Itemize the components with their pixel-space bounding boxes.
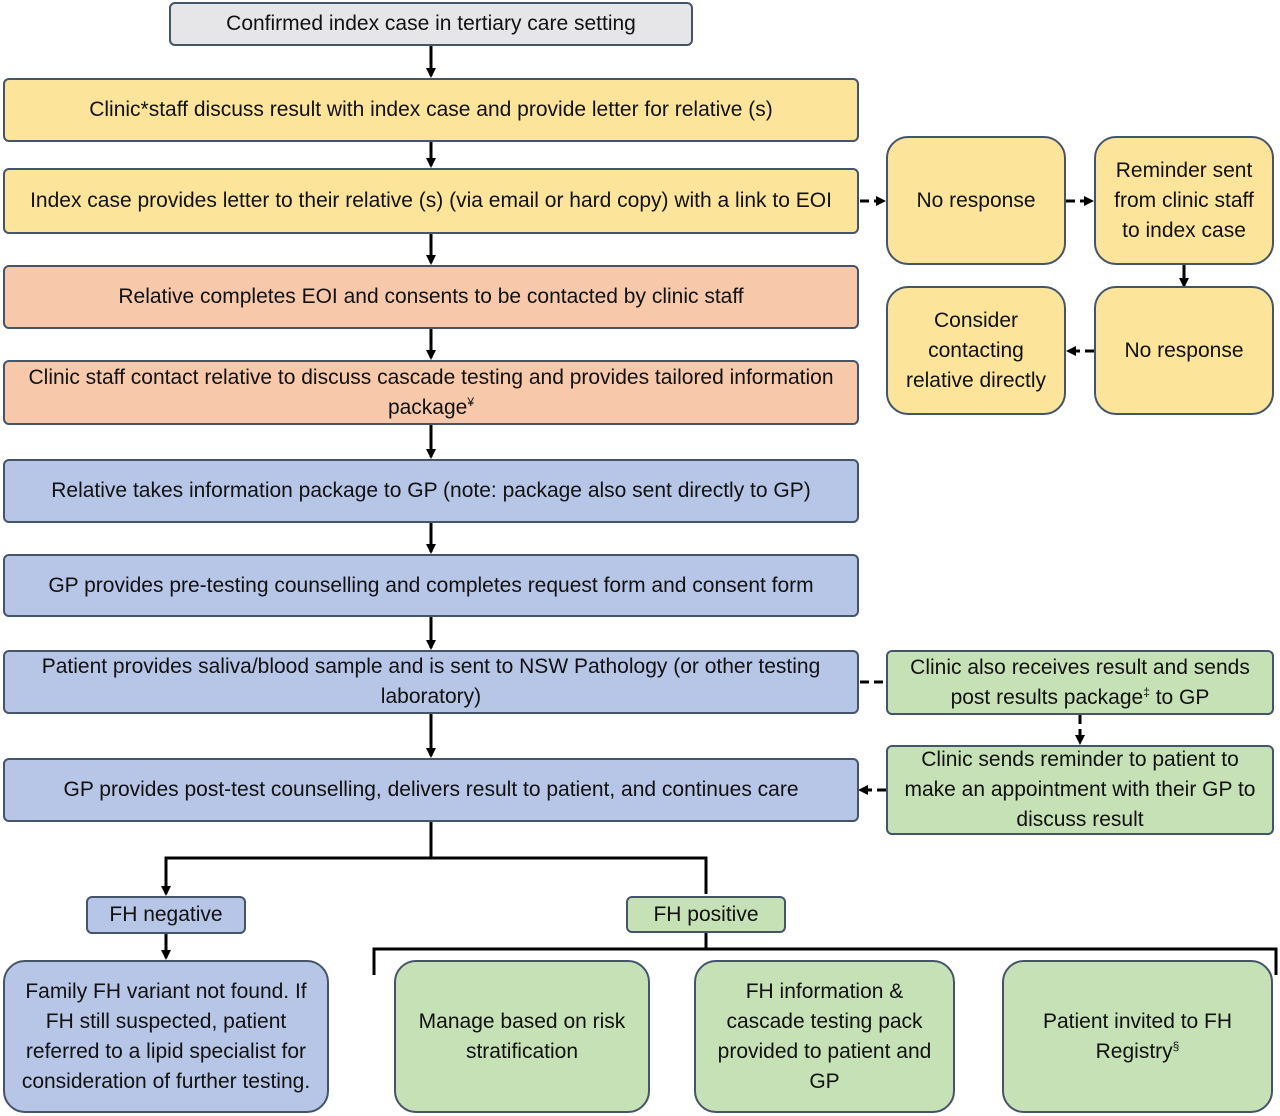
double-dagger-footnote-mark: ‡ bbox=[1143, 684, 1150, 699]
node-relative-takes-package: Relative takes information package to GP… bbox=[3, 459, 859, 523]
fh-registry-text: Patient invited to FH Registry§ bbox=[1042, 1009, 1233, 1063]
node-fh-positive: FH positive bbox=[626, 896, 786, 933]
bracket-line bbox=[372, 947, 1278, 975]
node-clinic-sends-reminder: Clinic sends reminder to patient to make… bbox=[886, 745, 1274, 835]
clinic-receives-result-text: Clinic also receives result and sends po… bbox=[910, 655, 1250, 709]
branch-connector bbox=[161, 822, 433, 896]
node-index-case-provides-letter: Index case provides letter to their rela… bbox=[3, 168, 859, 234]
node-clinic-contact-relative: Clinic staff contact relative to discuss… bbox=[3, 360, 859, 425]
yen-footnote-mark: ¥ bbox=[467, 394, 475, 409]
node-clinic-receives-result: Clinic also receives result and sends po… bbox=[886, 650, 1274, 715]
node-confirmed-index-case: Confirmed index case in tertiary care se… bbox=[169, 2, 693, 46]
node-relative-completes-eoi: Relative completes EOI and consents to b… bbox=[3, 265, 859, 329]
node-manage-risk-stratification: Manage based on risk stratification bbox=[394, 960, 650, 1113]
clinic-contact-relative-text: Clinic staff contact relative to discuss… bbox=[28, 365, 834, 419]
node-no-response-1: No response bbox=[886, 136, 1066, 265]
node-gp-pretest-counselling: GP provides pre-testing counselling and … bbox=[3, 554, 859, 617]
node-patient-provides-sample: Patient provides saliva/blood sample and… bbox=[3, 650, 859, 714]
node-consider-contacting: Consider contacting relative directly bbox=[886, 286, 1066, 415]
node-no-response-2: No response bbox=[1094, 286, 1274, 415]
node-gp-posttest-counselling: GP provides post-test counselling, deliv… bbox=[3, 758, 859, 822]
node-reminder-sent: Reminder sent from clinic staff to index… bbox=[1094, 136, 1274, 265]
node-clinic-discuss-result: Clinic*staff discuss result with index c… bbox=[3, 78, 859, 142]
node-fh-information-pack: FH information & cascade testing pack pr… bbox=[694, 960, 955, 1113]
branch-connector-positive bbox=[431, 856, 708, 894]
section-footnote-mark: § bbox=[1172, 1038, 1180, 1053]
node-family-variant-not-found: Family FH variant not found. If FH still… bbox=[3, 960, 329, 1113]
node-fh-negative: FH negative bbox=[86, 896, 246, 934]
node-fh-registry: Patient invited to FH Registry§ bbox=[1002, 960, 1273, 1113]
